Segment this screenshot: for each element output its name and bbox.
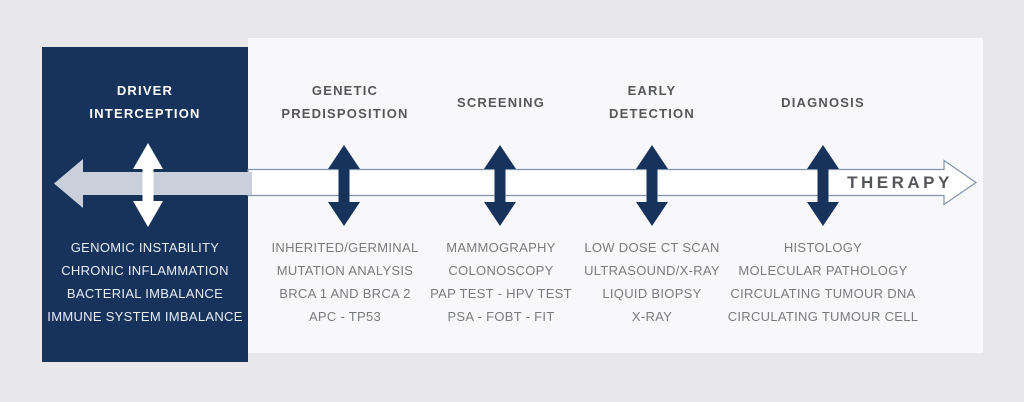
stage-item: INHERITED/GERMINAL <box>271 240 419 255</box>
stage-screening: SCREENING MAMMOGRAPHY COLONOSCOPY PAP TEST… <box>401 0 601 402</box>
stage-title-line: PREDISPOSITION <box>281 106 409 121</box>
stage-items: LOW DOSE CT SCAN ULTRASOUND/X-RAY LIQUID B… <box>552 236 752 328</box>
stage-item: LIQUID BIOPSY <box>602 286 702 301</box>
stage-items: INHERITED/GERMINAL MUTATION ANALYSIS BRCA … <box>245 236 445 328</box>
stage-items: GENOMIC INSTABILITY CHRONIC INFLAMMATION B… <box>42 236 248 328</box>
stage-early-detection: EARLY DETECTION LOW DOSE CT SCAN ULTRASOUN… <box>552 0 752 402</box>
stage-driver-interception: DRIVER INTERCEPTION GENOMIC INSTABILITY CH… <box>42 0 248 402</box>
therapy-label: THERAPY <box>847 173 953 192</box>
stage-items: MAMMOGRAPHY COLONOSCOPY PAP TEST - HPV TES… <box>401 236 601 328</box>
stage-item: CIRCULATING TUMOUR CELL <box>727 309 919 324</box>
stage-title: DIAGNOSIS <box>713 79 933 125</box>
stage-title: GENETIC PREDISPOSITION <box>245 79 445 125</box>
stage-title-line: DIAGNOSIS <box>781 94 865 110</box>
stage-item: MOLECULAR PATHOLOGY <box>738 263 908 278</box>
stage-item: ULTRASOUND/X-RAY <box>584 263 720 278</box>
stage-item: BACTERIAL IMBALANCE <box>66 286 224 301</box>
stage-title-line: EARLY <box>627 83 677 98</box>
stage-diagnosis: DIAGNOSIS HISTOLOGY MOLECULAR PATHOLOGY CI… <box>713 0 933 402</box>
stage-item: X-RAY <box>631 309 673 324</box>
stage-title-line: INTERCEPTION <box>89 106 201 121</box>
stage-title: DRIVER INTERCEPTION <box>42 79 248 125</box>
stage-title-line: DRIVER <box>116 83 174 98</box>
stage-item: GENOMIC INSTABILITY <box>70 240 220 255</box>
stage-items: HISTOLOGY MOLECULAR PATHOLOGY CIRCULATING … <box>713 236 933 328</box>
stage-title-line: GENETIC <box>311 83 379 98</box>
stage-item: APC - TP53 <box>308 309 382 324</box>
stage-item: MAMMOGRAPHY <box>446 240 556 255</box>
stage-title: EARLY DETECTION <box>552 79 752 125</box>
stage-item: CIRCULATING TUMOUR DNA <box>730 286 916 301</box>
stage-item: COLONOSCOPY <box>448 263 554 278</box>
stage-item: HISTOLOGY <box>783 240 863 255</box>
stage-item: MUTATION ANALYSIS <box>276 263 414 278</box>
stage-title-line: DETECTION <box>609 106 695 121</box>
stage-item: LOW DOSE CT SCAN <box>584 240 720 255</box>
stage-title: SCREENING <box>401 79 601 125</box>
stage-title-line: SCREENING <box>456 94 546 110</box>
stage-genetic-predisposition: GENETIC PREDISPOSITION INHERITED/GERMINAL… <box>245 0 445 402</box>
stage-item: PSA - FOBT - FIT <box>447 309 555 324</box>
stage-item: BRCA 1 AND BRCA 2 <box>279 286 411 301</box>
stage-item: PAP TEST - HPV TEST <box>430 286 572 301</box>
stage-item: IMMUNE SYSTEM IMBALANCE <box>47 309 243 324</box>
stage-item: CHRONIC INFLAMMATION <box>61 263 229 278</box>
